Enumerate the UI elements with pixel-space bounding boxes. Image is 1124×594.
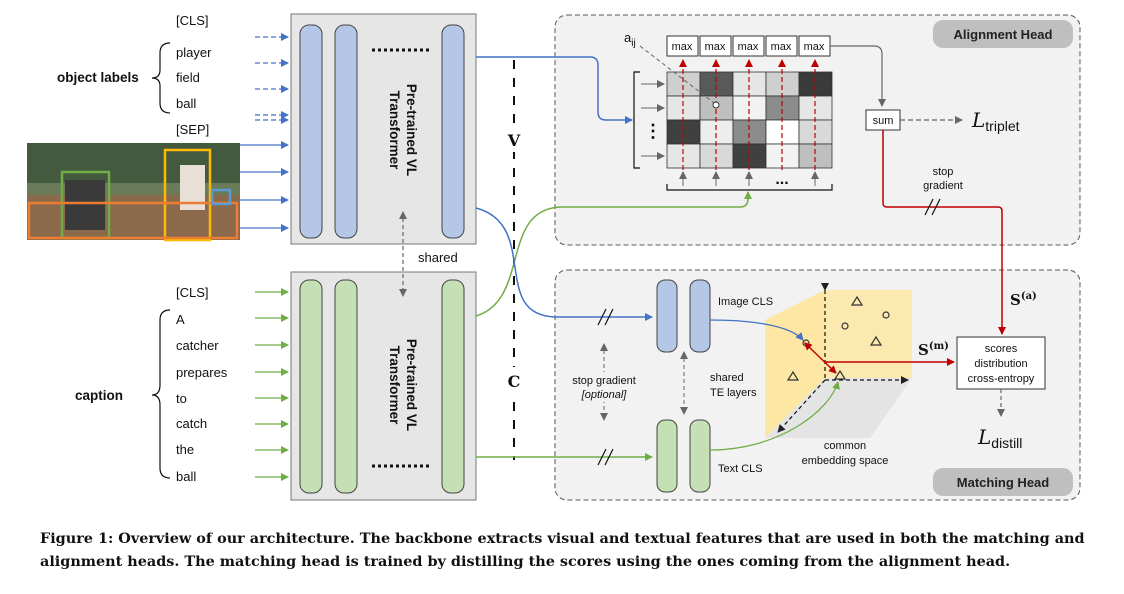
- optional-label: [optional]: [581, 389, 628, 401]
- embedding-label-1: common: [824, 440, 866, 452]
- label-token-arrows: [255, 33, 289, 124]
- scores-label-3: cross-entropy: [968, 373, 1035, 385]
- image-cls-to-embedding: [709, 319, 804, 341]
- token-field: field: [176, 70, 200, 85]
- architecture-diagram: Alignment Head Matching Head object labe…: [27, 13, 1081, 501]
- max-label-1: max: [672, 41, 693, 53]
- s-a-label: S(a): [1010, 291, 1037, 309]
- image-cls-label: Image CLS: [718, 296, 773, 308]
- caption-token-prepares: prepares: [176, 365, 228, 380]
- caption-token-arrows: [255, 288, 289, 481]
- max-boxes: max max max max max: [666, 35, 831, 57]
- caption-token-ball: ball: [176, 469, 196, 484]
- caption-token-the: the: [176, 442, 194, 457]
- shared-label: shared: [418, 250, 458, 265]
- alignment-head-title: Alignment Head: [954, 27, 1053, 42]
- shared-te-label-2: TE layers: [710, 387, 757, 399]
- image-cls-encoder: [656, 279, 711, 353]
- text-cls-label: Text CLS: [718, 463, 763, 475]
- token-player: player: [176, 45, 212, 60]
- image-region-arrows: [240, 141, 289, 232]
- shared-te-label-1: shared: [710, 372, 744, 384]
- text-transformer: Pre-trained VL Transformer: [290, 271, 477, 501]
- alignment-score-arrow: [882, 130, 1006, 335]
- scores-label-1: scores: [985, 343, 1018, 355]
- figure-caption: Figure 1: Overview of our architecture. …: [40, 530, 1085, 570]
- caption-token-catcher: catcher: [176, 338, 219, 353]
- visual-to-alignment-arrow: [476, 56, 633, 124]
- stop-gradient-label: stop gradient: [572, 375, 636, 387]
- input-image: [27, 143, 240, 242]
- sum-label: sum: [873, 115, 894, 127]
- matching-head-title: Matching Head: [957, 475, 1050, 490]
- row-ellipsis: ⋮: [644, 121, 662, 141]
- caption-brace: [151, 309, 171, 479]
- object-labels-heading: object labels: [57, 70, 139, 85]
- visual-to-image-cls-arrow: [475, 207, 653, 321]
- text-to-alignment-arrow: [475, 191, 752, 317]
- caption-token-to: to: [176, 391, 187, 406]
- text-transformer-label-1: Pre-trained VL: [404, 339, 419, 431]
- max-label-4: max: [771, 41, 792, 53]
- matching-head-title-box: [933, 468, 1073, 496]
- v-letter: V: [507, 131, 521, 150]
- stop-gradient-align-1: stop: [933, 166, 954, 178]
- text-transformer-label-2: Transformer: [387, 346, 402, 426]
- s-m-label: S(m): [918, 341, 949, 359]
- distill-loss: Ldistill: [977, 425, 1022, 451]
- max-label-2: max: [705, 41, 726, 53]
- max-to-sum-arrow: [830, 45, 886, 107]
- token-sep: [SEP]: [176, 122, 209, 137]
- text-cls-to-embedding: [709, 381, 840, 451]
- caption-token-a: A: [176, 312, 185, 327]
- c-letter: C: [508, 372, 521, 391]
- max-label-3: max: [738, 41, 759, 53]
- aij-label: aij: [624, 30, 636, 49]
- caption-token-cls: [CLS]: [176, 285, 209, 300]
- visual-transformer-label-2: Transformer: [387, 91, 402, 171]
- column-ellipsis: ...: [775, 171, 788, 188]
- scores-label-2: distribution: [974, 358, 1027, 370]
- caption-heading: caption: [75, 388, 123, 403]
- triplet-loss: Ltriplet: [971, 108, 1020, 134]
- caption-token-catch: catch: [176, 416, 207, 431]
- column-bracket: [666, 184, 833, 191]
- embedding-label-2: embedding space: [802, 455, 889, 467]
- text-cls-encoder: [656, 419, 711, 493]
- alignment-head-title-box: [933, 20, 1073, 48]
- visual-transformer: Pre-trained VL Transformer: [290, 13, 477, 245]
- max-label-5: max: [804, 41, 825, 53]
- object-labels-brace: [151, 42, 171, 114]
- aij-cell-marker: [712, 101, 720, 109]
- token-cls-label: [CLS]: [176, 13, 209, 28]
- matrix-column-arrows: [679, 171, 819, 186]
- aij-pointer: [639, 45, 715, 104]
- scores-box: [956, 336, 1046, 390]
- stop-gradient-align-slashes: [924, 198, 941, 216]
- token-ball: ball: [176, 96, 196, 111]
- row-bracket: [633, 71, 640, 169]
- stop-gradient-align-2: gradient: [923, 180, 963, 192]
- stop-gradient-slashes: [597, 308, 614, 466]
- max-pooling-arrows: [679, 59, 819, 170]
- matrix-row-arrows: [641, 80, 665, 160]
- visual-transformer-label-1: Pre-trained VL: [404, 84, 419, 176]
